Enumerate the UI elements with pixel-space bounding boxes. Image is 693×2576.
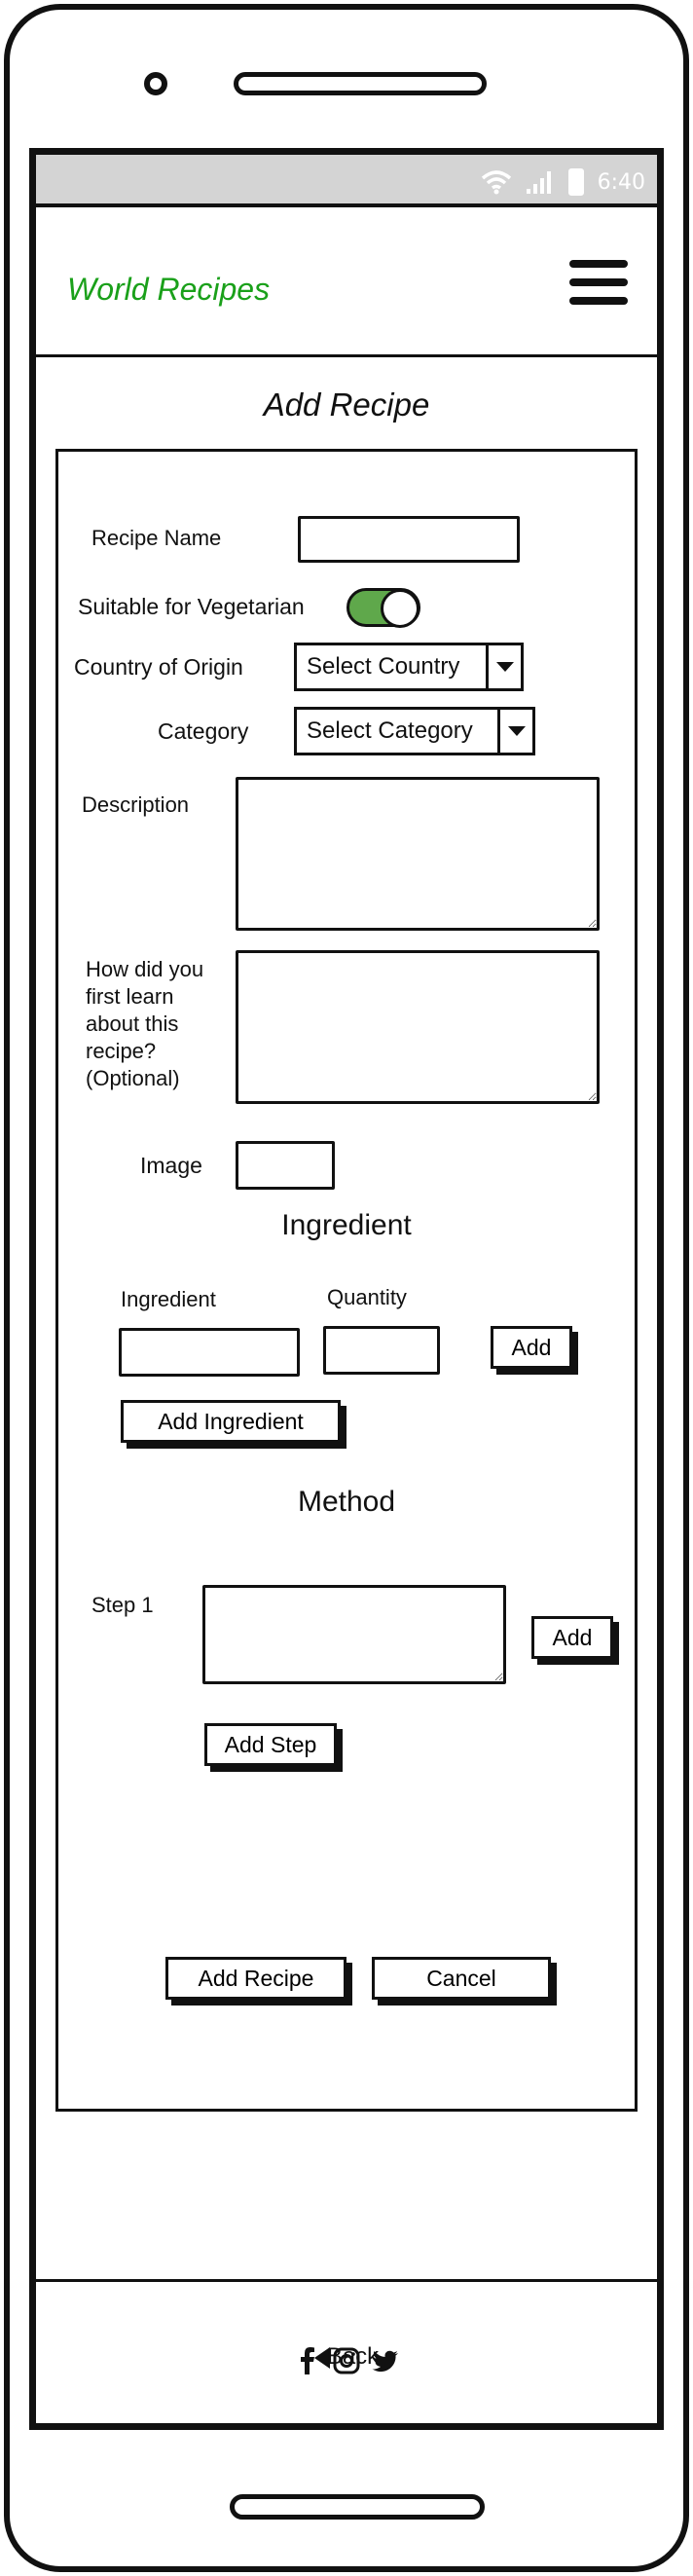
recipe-name-input[interactable] [298,516,520,563]
speaker-grille [234,72,487,95]
ingredient-input[interactable] [119,1328,300,1377]
quantity-label: Quantity [327,1285,407,1309]
description-textarea[interactable] [236,777,600,931]
back-arrow-icon [313,2346,330,2369]
image-upload-field[interactable] [236,1141,335,1190]
country-label: Country of Origin [74,654,243,680]
category-select-value: Select Category [307,718,473,744]
twitter-icon[interactable] [371,2346,400,2375]
chevron-down-icon[interactable] [486,645,521,688]
country-select[interactable]: Select Country [294,643,524,691]
cancel-button[interactable]: Cancel [372,1957,551,2000]
learn-question-label: How did you first learn about this recip… [86,957,204,1090]
status-time: 6:40 [597,169,645,195]
category-label: Category [158,718,249,744]
recipe-name-label: Recipe Name [91,526,222,550]
method-section-title: Method [297,1486,396,1518]
camera-icon [144,72,167,95]
battery-icon [567,168,584,196]
facebook-icon[interactable] [293,2346,322,2375]
step-label: Step 1 [91,1593,154,1617]
instagram-icon[interactable] [332,2346,361,2375]
image-label: Image [140,1153,202,1178]
add-recipe-button[interactable]: Add Recipe [165,1957,346,2000]
ingredient-section-title: Ingredient [281,1209,412,1241]
app-title[interactable]: World Recipes [67,272,271,307]
vegetarian-toggle[interactable] [346,588,420,628]
back-link[interactable]: Back [36,2343,657,2371]
home-button[interactable] [230,2494,485,2520]
add-step-row-button[interactable]: Add [531,1616,613,1659]
category-select[interactable]: Select Category [294,707,535,755]
vegetarian-label: Suitable for Vegetarian [78,594,305,619]
footer [36,2279,657,2423]
learn-story-textarea[interactable] [236,950,600,1104]
add-ingredient-button[interactable]: Add Ingredient [121,1400,341,1443]
description-label: Description [82,792,190,817]
screen: 6:40 World Recipes Add Recipe Recipe Nam… [29,148,664,2430]
wifi-icon [481,170,511,195]
ingredient-label: Ingredient [121,1287,216,1311]
app-header: World Recipes [36,211,657,357]
status-bar: 6:40 [36,155,657,207]
country-select-value: Select Country [307,653,460,680]
add-recipe-form: Recipe Name Suitable for Vegetarian Coun… [55,449,638,2112]
add-step-button[interactable]: Add Step [204,1723,337,1766]
quantity-input[interactable] [323,1326,440,1375]
step-textarea[interactable] [202,1585,506,1684]
add-ingredient-row-button[interactable]: Add [491,1326,572,1369]
hamburger-menu-icon[interactable] [569,260,628,309]
chevron-down-icon[interactable] [497,710,532,753]
page-title: Add Recipe [263,386,430,423]
signal-icon [526,171,551,194]
